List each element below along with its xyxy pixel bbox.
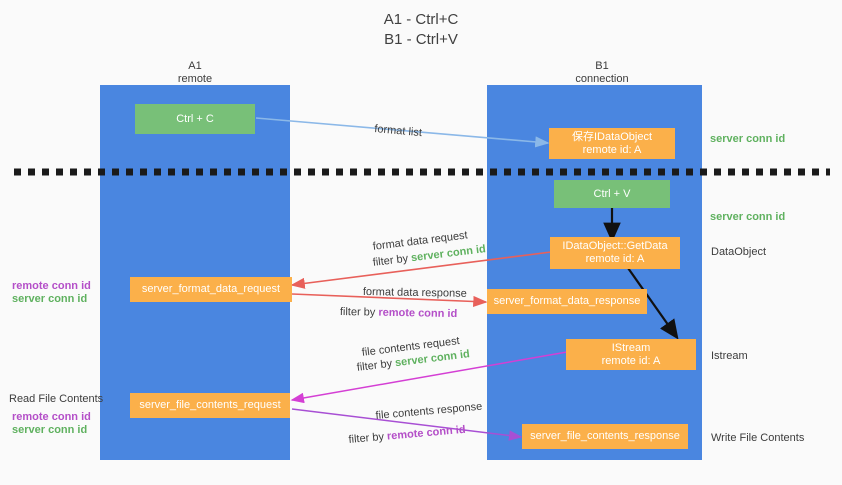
filter-key-remote-conn-id: remote conn id [378, 306, 458, 321]
lane-header-a1-sub: remote [177, 73, 213, 85]
lane-header-a1-name: A1 [188, 60, 202, 72]
edge-label-format-data-response-filter: filter by remote conn id [340, 305, 458, 322]
annotation-server-conn-id-mid: server conn id [710, 211, 786, 223]
node-idataobject-getdata[interactable]: IDataObject::GetData remote id: A [550, 237, 680, 269]
filter-prefix: filter by [356, 357, 396, 374]
node-server-file-contents-request[interactable]: server_file_contents_request [130, 393, 290, 418]
filter-prefix: filter by [372, 252, 412, 269]
annotation-istream: Istream [711, 350, 748, 362]
filter-prefix: filter by [339, 305, 379, 319]
lane-header-a1: A1 remote [105, 60, 285, 86]
node-ctrl-v[interactable]: Ctrl + V [554, 180, 670, 208]
diagram-title: A1 - Ctrl+C B1 - Ctrl+V [0, 10, 842, 50]
annotation-remote-conn-id-mid: remote conn id [12, 280, 91, 292]
title-line-1: A1 - Ctrl+C [383, 11, 459, 28]
edge-label-file-contents-response-filter: filter by remote conn id [348, 423, 466, 448]
title-line-2: B1 - Ctrl+V [384, 31, 458, 48]
filter-prefix: filter by [348, 430, 388, 446]
node-istream[interactable]: IStream remote id: A [566, 339, 696, 370]
node-save-idataobject[interactable]: 保存IDataObject remote id: A [549, 128, 675, 159]
annotation-read-file-contents: Read File Contents [9, 393, 104, 405]
annotation-remote-conn-id-bot: remote conn id [12, 411, 91, 423]
node-server-format-data-request[interactable]: server_format_data_request [130, 277, 292, 302]
edge-label-file-contents-response: file contents response [375, 400, 483, 422]
node-ctrl-c[interactable]: Ctrl + C [135, 104, 255, 134]
annotation-dataobject: DataObject [711, 246, 767, 258]
annotation-server-conn-id-left-mid: server conn id [12, 293, 88, 305]
lane-header-b1-sub: connection [575, 73, 629, 85]
annotation-server-conn-id-bot: server conn id [12, 424, 88, 436]
filter-key-remote-conn-id: remote conn id [386, 423, 467, 443]
node-server-file-contents-response[interactable]: server_file_contents_response [522, 424, 688, 449]
node-server-format-data-response[interactable]: server_format_data_response [487, 289, 647, 314]
edge-label-format-list: format list [373, 122, 423, 140]
lane-header-b1: B1 connection [512, 60, 692, 86]
annotation-server-conn-id-top: server conn id [710, 133, 786, 145]
lane-header-b1-name: B1 [595, 60, 609, 72]
annotation-write-file-contents: Write File Contents [711, 432, 805, 444]
edge-label-format-data-response: format data response [362, 285, 467, 300]
